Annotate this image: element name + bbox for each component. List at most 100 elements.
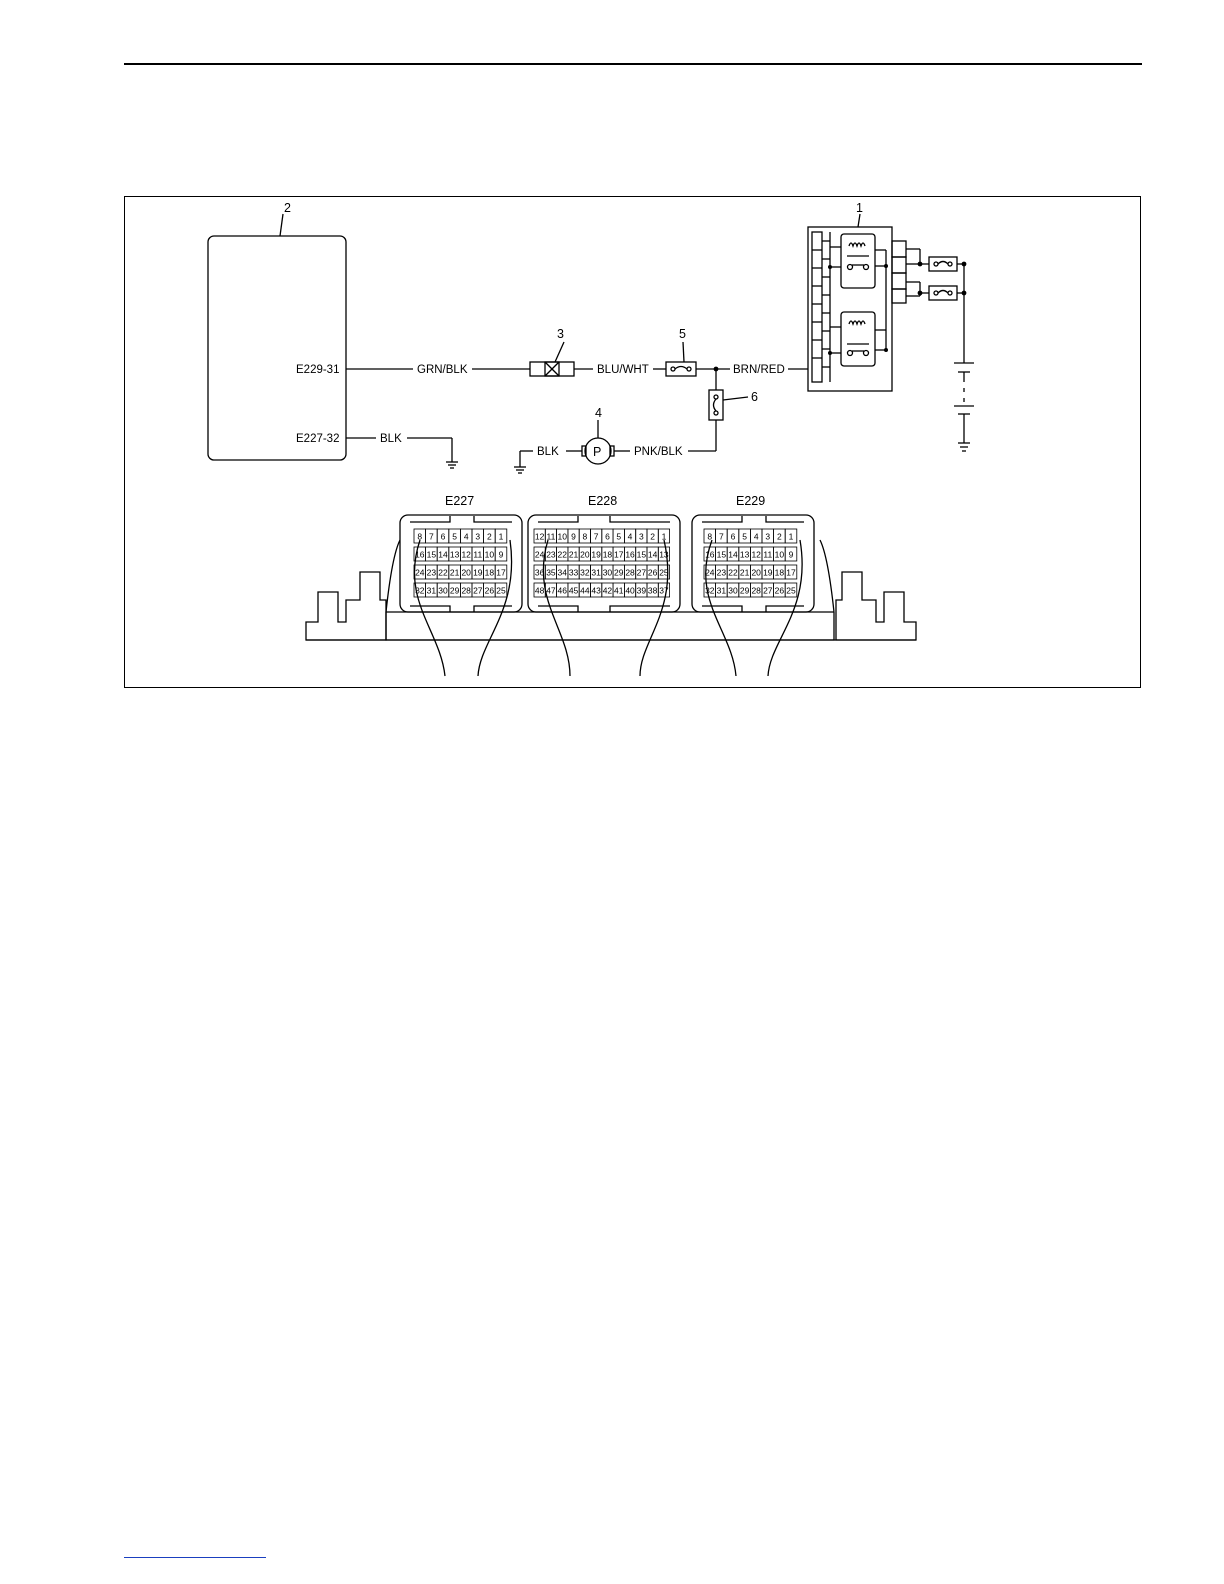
pin-label: 12 [751,550,761,560]
pin-label: 17 [496,568,506,578]
pin-label: 23 [717,568,727,578]
pin-label: 22 [558,550,568,560]
pin-label: 10 [558,532,568,542]
pin-label: 41 [614,586,624,596]
pin-label: 1 [662,532,667,542]
wire-blu-wht: BLU/WHT [597,364,649,376]
terminal-e229-31: E229-31 [296,364,339,376]
pin-label: 46 [558,586,568,596]
pin-label: 28 [751,586,761,596]
pin-label: 22 [728,568,738,578]
pin-label: 29 [740,586,750,596]
pin-label: 6 [441,532,446,542]
pin-label: 1 [499,532,504,542]
pin-label: 5 [616,532,621,542]
pin-cell [784,546,798,562]
pin-label: 14 [648,550,658,560]
connector-label-e227: E227 [445,494,474,508]
callout-connector: 3 [557,327,564,341]
pin-label: 2 [777,532,782,542]
pin-label: 4 [628,532,633,542]
pin-label: 29 [450,586,460,596]
pin-label: 30 [438,586,448,596]
footer-link-underline[interactable] [124,1557,266,1558]
pin-label: 45 [569,586,579,596]
pin-label: 28 [625,568,635,578]
pin-label: 11 [473,550,482,560]
pin-label: 10 [775,550,785,560]
pin-label: 10 [485,550,495,560]
pin-label: 36 [535,568,545,578]
pin-label: 20 [461,568,471,578]
relay-box [807,226,893,392]
pin-label: 19 [591,550,601,560]
pin-label: 9 [499,550,504,560]
pin-label: 24 [535,550,545,560]
pin-label: 21 [569,550,579,560]
pin-label: 17 [786,568,796,578]
connector-label-e228: E228 [588,494,617,508]
pin-label: 9 [789,550,794,560]
pin-label: 22 [438,568,448,578]
pin-label: 20 [580,550,590,560]
pin-label: 19 [473,568,483,578]
pin-label: 19 [763,568,773,578]
pin-label: 14 [438,550,448,560]
callout-ecm: 2 [284,201,291,215]
pin-label: 43 [591,586,601,596]
pin-label: 17 [614,550,624,560]
wire-blk-pump: BLK [537,446,559,458]
pin-label: 5 [452,532,457,542]
pin-label: 13 [659,550,669,560]
pin-label: 3 [765,532,770,542]
pin-label: 29 [614,568,624,578]
pin-label: 32 [580,568,590,578]
pin-label: 26 [485,586,495,596]
pin-cell [657,528,670,544]
pin-label: 12 [461,550,471,560]
pin-label: 8 [707,532,712,542]
pin-label: 23 [427,568,437,578]
pin-label: 26 [648,568,658,578]
pin-label: 13 [740,550,750,560]
pin-label: 5 [742,532,747,542]
ecm-box [207,235,347,461]
pin-label: 47 [546,586,556,596]
header-rule [124,63,1142,65]
pin-label: 3 [475,532,480,542]
pin-label: 31 [427,586,437,596]
pin-cell [657,582,670,598]
pin-label: 34 [558,568,568,578]
pin-label: 25 [496,586,506,596]
callout-fuse-6: 6 [751,390,758,404]
pin-label: 7 [429,532,434,542]
pin-label: 25 [786,586,796,596]
pin-cell [784,528,798,544]
pin-label: 3 [639,532,644,542]
pin-label: 32 [705,586,715,596]
pin-cell [494,582,508,598]
pin-label: 24 [415,568,425,578]
pin-label: 15 [717,550,727,560]
pin-label: 31 [591,568,601,578]
pin-cell [657,564,670,580]
pin-label: 40 [625,586,635,596]
pin-label: 30 [728,586,738,596]
pin-cell [784,564,798,580]
pin-label: 15 [427,550,437,560]
pin-label: 8 [582,532,587,542]
pin-label: 35 [546,568,556,578]
wire-grn-blk: GRN/BLK [417,364,468,376]
pin-label: 25 [659,568,669,578]
pin-label: 32 [415,586,425,596]
pin-label: 18 [603,550,613,560]
pin-label: 20 [751,568,761,578]
pin-label: 44 [580,586,590,596]
pin-label: 27 [473,586,483,596]
pin-cell [494,546,508,562]
pin-label: 7 [594,532,599,542]
pin-cell [494,528,508,544]
pump-symbol: P [593,445,601,459]
pin-label: 4 [754,532,759,542]
pin-label: 26 [775,586,785,596]
